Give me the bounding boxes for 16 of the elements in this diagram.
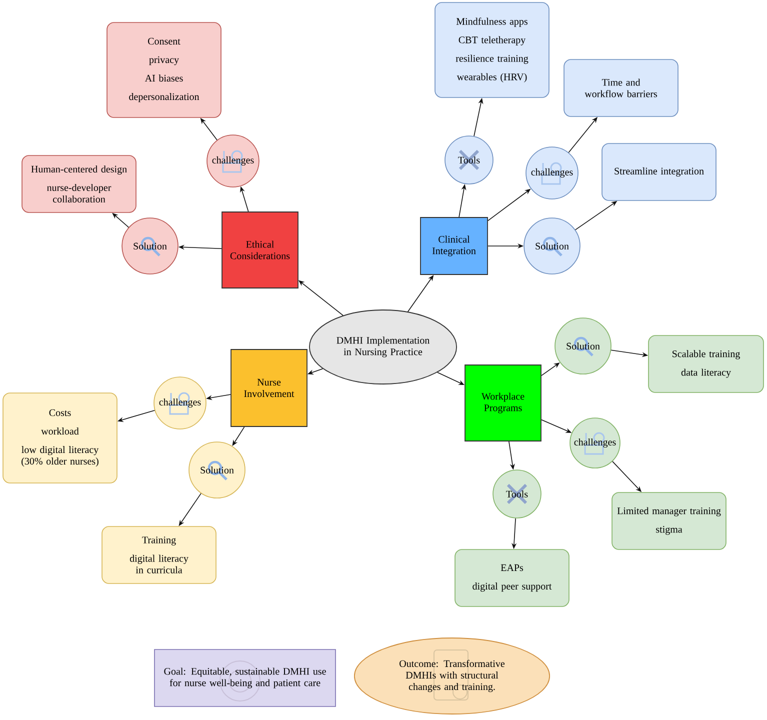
note-box: Scalable training data literacy <box>648 335 764 393</box>
note-box: Streamline integration <box>602 143 716 201</box>
note-box: Mindfulness apps CBT teletherapy resilience training wearables (HRV) <box>434 2 550 98</box>
goal-box: Goal: Equitable, sustainable DMHI use for nurse well-being and patient care <box>154 649 336 707</box>
arrow <box>232 426 245 446</box>
note-box: Training digital literacy in curricula <box>102 526 216 584</box>
note-box: Human-centered design nurse-developer collaboration <box>22 155 136 213</box>
note-box: EAPs digital peer support <box>454 549 570 607</box>
note-box: Limited manager training stigma <box>612 492 726 550</box>
category-square: Ethical Considerations <box>222 212 298 288</box>
note-box: Consent privacy AI biases depersonalization <box>106 22 222 118</box>
category-square: Workplace Programs <box>464 364 542 442</box>
category-square: Clinical Integration <box>420 217 488 275</box>
note-box: Costs workload low digital literacy (30% older nurses) <box>2 392 118 484</box>
note-box: Time and workflow barriers <box>564 59 678 117</box>
category-square: Nurse Involvement <box>230 349 308 427</box>
